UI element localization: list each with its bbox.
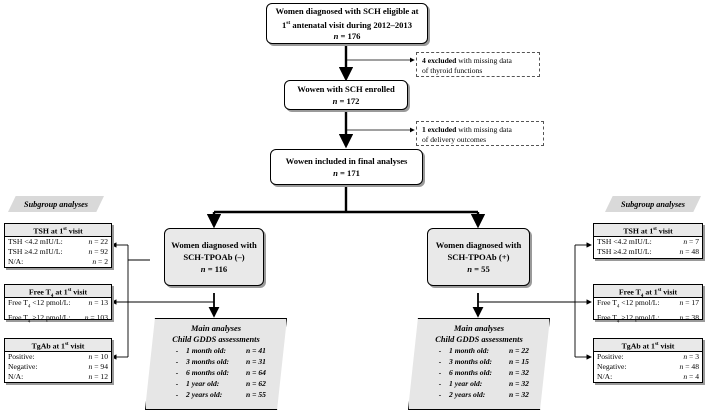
right-tgab-row: Positive:n = 3 [597,352,699,361]
left-tgab-box: TgAb at 1st visit Positive:n = 10 Negati… [4,338,112,383]
analyses-row: -3 months old:n = 15 [438,357,529,366]
analyses-row: -2 years old:n = 32 [438,390,529,399]
left-tgab-title: TgAb at 1st visit [5,339,111,352]
subgroup-label-right: Subgroup analyses [605,196,701,212]
right-tgab-box: TgAb at 1st visit Positive:n = 3 Negativ… [593,338,703,383]
right-tsh-row: TSH ≥4.2 mIU/L:n = 48 [597,247,699,257]
analyses-title: Main analyses [453,324,505,333]
right-tsh-title: TSH at 1st visit [594,224,702,237]
left-tsh-box: TSH at 1st visit TSH <4.2 mIU/L:n = 22 T… [4,223,112,268]
left-ft4-row: Free T4 <12 pmol/L:n = 13 [8,298,108,310]
final-node: Wowen included in final analyses n = 171 [270,149,423,185]
analyses-subtitle: Child GDDS assessments [435,335,523,344]
analyses-row: -2 years old:n = 55 [175,390,266,399]
left-tsh-row: N/A:n = 2 [8,257,108,267]
enrolled-title: Wowen with SCH enrolled [297,84,395,94]
left-tgab-row: Positive:n = 10 [8,352,108,361]
right-tgab-title: TgAb at 1st visit [594,339,702,352]
left-tsh-row: TSH ≥4.2 mIU/L:n = 92 [8,247,108,257]
analyses-row: -1 year old:n = 32 [438,379,529,388]
right-ft4-row: Free T4 ≥12 pmol/L:n = 38 [597,312,699,325]
left-tgab-row: Negative:n = 94 [8,362,108,372]
right-tsh-row: TSH <4.2 mIU/L:n = 7 [597,237,699,246]
left-ft4-row: Free T4 ≥12 pmol/L:n = 103 [8,312,108,325]
tpoab-negative-node: Women diagnosed with SCH-TPOAb (–) n = 1… [164,228,264,286]
analyses-row: -3 months old:n = 31 [175,357,266,366]
right-ft4-row: Free T4 <12 pmol/L:n = 17 [597,298,699,310]
final-title: Wowen included in final analyses [285,156,408,166]
eligible-line1: Women diagnosed with SCH eligible at [275,5,419,16]
eligible-line2: 1st antenatal visit during 2012–2013 [281,19,413,30]
right-tsh-box: TSH at 1st visit TSH <4.2 mIU/L:n = 7 TS… [593,223,703,259]
analyses-row: -6 months old:n = 32 [438,368,529,377]
analyses-row: -6 months old:n = 64 [175,368,266,377]
enrolled-n: n = 172 [332,96,360,106]
analyses-subtitle: Child GDDS assessments [172,335,260,344]
right-ft4-title: Free T4 at 1st visit [594,285,702,299]
analyses-row: -1 month old:n = 22 [438,346,529,355]
eligible-node: Women diagnosed with SCH eligible at 1st… [266,3,428,44]
enrolled-node: Wowen with SCH enrolled n = 172 [284,80,408,110]
left-ft4-box: Free T4 at 1st visit Free T4 <12 pmol/L:… [4,284,112,324]
analyses-row: -1 year old:n = 62 [175,379,266,388]
exclusion-box-1: 4 excluded with missing data of thyroid … [416,52,540,77]
left-tgab-row: N/A:n = 12 [8,372,108,382]
left-tsh-row: TSH <4.2 mIU/L:n = 22 [8,237,108,246]
right-tgab-row: N/A:n = 4 [597,372,699,382]
final-n: n = 171 [333,168,360,178]
analyses-row: -1 month old:n = 41 [175,346,266,355]
right-ft4-box: Free T4 at 1st visit Free T4 <12 pmol/L:… [593,284,703,324]
subgroup-label-left: Subgroup analyses [8,196,104,212]
main-analyses-right: Main analyses Child GDDS assessments -1 … [408,318,550,410]
eligible-n: n = 176 [333,31,361,42]
tpoab-positive-node: Women diagnosed with SCH-TPOAb (+) n = 5… [427,228,530,286]
right-tgab-row: Negative:n = 48 [597,362,699,372]
left-ft4-title: Free T4 at 1st visit [5,285,111,299]
main-analyses-left: Main analyses Child GDDS assessments -1 … [145,318,287,410]
left-tsh-title: TSH at 1st visit [5,224,111,237]
analyses-title: Main analyses [190,324,242,333]
exclusion-box-2: 1 excluded with missing data of delivery… [416,121,544,146]
